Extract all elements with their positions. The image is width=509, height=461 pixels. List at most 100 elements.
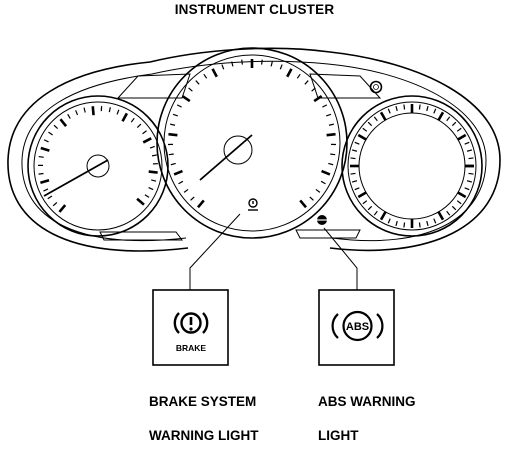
right-gauge-tick: [452, 122, 456, 126]
right-gauge-tick: [467, 150, 472, 151]
right-gauge-tick: [396, 221, 397, 226]
right-gauge-tick: [396, 106, 397, 111]
right-gauge-tick: [427, 106, 428, 111]
cluster-inner-bezel: [22, 61, 486, 240]
center-gauge-tick: [287, 69, 291, 77]
center-gauge-tick: [191, 197, 195, 200]
abs-icon-symbol: ABS: [346, 321, 369, 333]
center-gauge-tick: [171, 163, 176, 164]
right-gauge-tick: [404, 105, 405, 110]
right-gauge-tick: [427, 221, 428, 226]
left-gauge-tick: [143, 131, 147, 134]
right-gauge-tick: [388, 109, 390, 114]
right-gauge-tick: [434, 109, 436, 114]
abs-indicator-on-cluster: [315, 215, 329, 225]
center-gauge-hub: [224, 136, 252, 164]
left-gauge-tick: [39, 173, 44, 174]
right-gauge-tick: [351, 173, 356, 174]
abs-callout-line2: LIGHT: [318, 427, 416, 444]
right-gauge-tick: [439, 112, 444, 120]
right-gauge-tick: [368, 122, 372, 126]
right-gauge-tick: [355, 188, 360, 190]
left-gauge-tick: [131, 118, 134, 122]
left-gauge-tick: [76, 110, 78, 115]
left-gauge-tick: [59, 205, 65, 212]
cluster-outer-bezel: [8, 48, 500, 251]
left-gauge: [28, 96, 168, 236]
abs-warning-icon: ABS: [333, 312, 383, 340]
right-gauge-tick: [447, 117, 450, 121]
right-gauge-tick: [457, 201, 461, 204]
right-gauge-tick: [447, 211, 450, 215]
right-gauge-tick: [465, 188, 470, 190]
left-gauge-tick: [53, 202, 57, 205]
center-gauge-tick: [169, 154, 174, 155]
right-gauge-tick: [457, 128, 461, 131]
instrument-cluster-diagram: BRAKE ABS: [0, 0, 509, 421]
brake-system-callout: BRAKE SYSTEM WARNING LIGHT: [149, 376, 259, 461]
left-gauge-tick: [137, 199, 144, 205]
left-gauge-tick: [117, 110, 119, 115]
left-gauge-tick: [149, 188, 154, 190]
center-gauge-tick: [182, 96, 189, 101]
center-gauge-tick: [168, 134, 177, 135]
right-gauge-tick: [363, 201, 367, 204]
brake-leader-line: [190, 214, 240, 290]
center-gauge-tick: [184, 189, 188, 192]
left-gauge-tick: [152, 155, 157, 156]
brake-icon-sublabel: BRAKE: [176, 343, 207, 353]
right-gauge-tick: [458, 135, 466, 140]
left-gauge-tick: [143, 138, 151, 142]
center-gauge-tick: [297, 74, 300, 78]
abs-callout-line1: ABS WARNING: [318, 393, 416, 410]
indicator-lamp: [371, 82, 382, 93]
abs-leader-line: [324, 228, 357, 290]
center-gauge-tick: [262, 60, 263, 65]
left-gauge-tick: [123, 113, 127, 121]
center-gauge-needle: [200, 135, 252, 180]
center-gauge-tick: [222, 65, 224, 70]
center-gauge-tick: [170, 124, 175, 125]
right-gauge-tick: [374, 117, 377, 121]
right-gauge-tick: [469, 158, 474, 159]
center-gauge-tick: [321, 181, 325, 183]
right-gauge-tick: [351, 158, 356, 159]
lower-right-trim: [296, 230, 360, 238]
center-gauge-tick: [196, 81, 199, 85]
left-gauge-tick: [40, 180, 49, 183]
right-gauge-tick: [358, 193, 366, 198]
left-gauge-tick: [39, 157, 44, 158]
right-gauge-tick: [358, 135, 366, 140]
abs-callout: ABS WARNING LIGHT: [318, 376, 416, 461]
center-gauge-tick: [327, 134, 336, 135]
center-gauge-tick: [329, 124, 334, 125]
left-gauge-tick: [43, 189, 48, 191]
brake-callout-line1: BRAKE SYSTEM: [149, 393, 259, 410]
left-gauge-tick: [68, 114, 71, 118]
center-gauge-tick: [310, 197, 314, 200]
left-gauge-tick: [48, 196, 52, 199]
center-gauge-tick: [316, 189, 320, 192]
center-gauge-tick: [326, 114, 331, 116]
center-gauge-tick: [322, 171, 330, 174]
left-gauge-tick: [44, 140, 48, 142]
center-gauge-tick: [177, 105, 181, 107]
left-gauge-tick: [151, 180, 156, 181]
center-gauge-tick: [330, 154, 335, 155]
left-gauge-needle: [44, 160, 108, 196]
right-gauge: [342, 96, 482, 236]
right-gauge-tick: [439, 212, 444, 220]
left-gauge-tick: [145, 195, 149, 198]
center-gauge: [157, 48, 347, 238]
abs-warning-icon-box: ABS: [319, 290, 394, 365]
right-gauge-tick: [434, 219, 436, 224]
right-gauge-tick: [452, 206, 456, 210]
right-gauge-tick: [469, 173, 474, 174]
right-gauge-tick: [419, 223, 420, 228]
left-gauge-tick: [109, 107, 110, 112]
center-gauge-tick: [173, 114, 178, 116]
left-gauge-tick: [150, 146, 155, 148]
right-gauge-tick: [404, 223, 405, 228]
center-gauge-tick: [328, 163, 333, 164]
center-gauge-tick: [305, 81, 308, 85]
